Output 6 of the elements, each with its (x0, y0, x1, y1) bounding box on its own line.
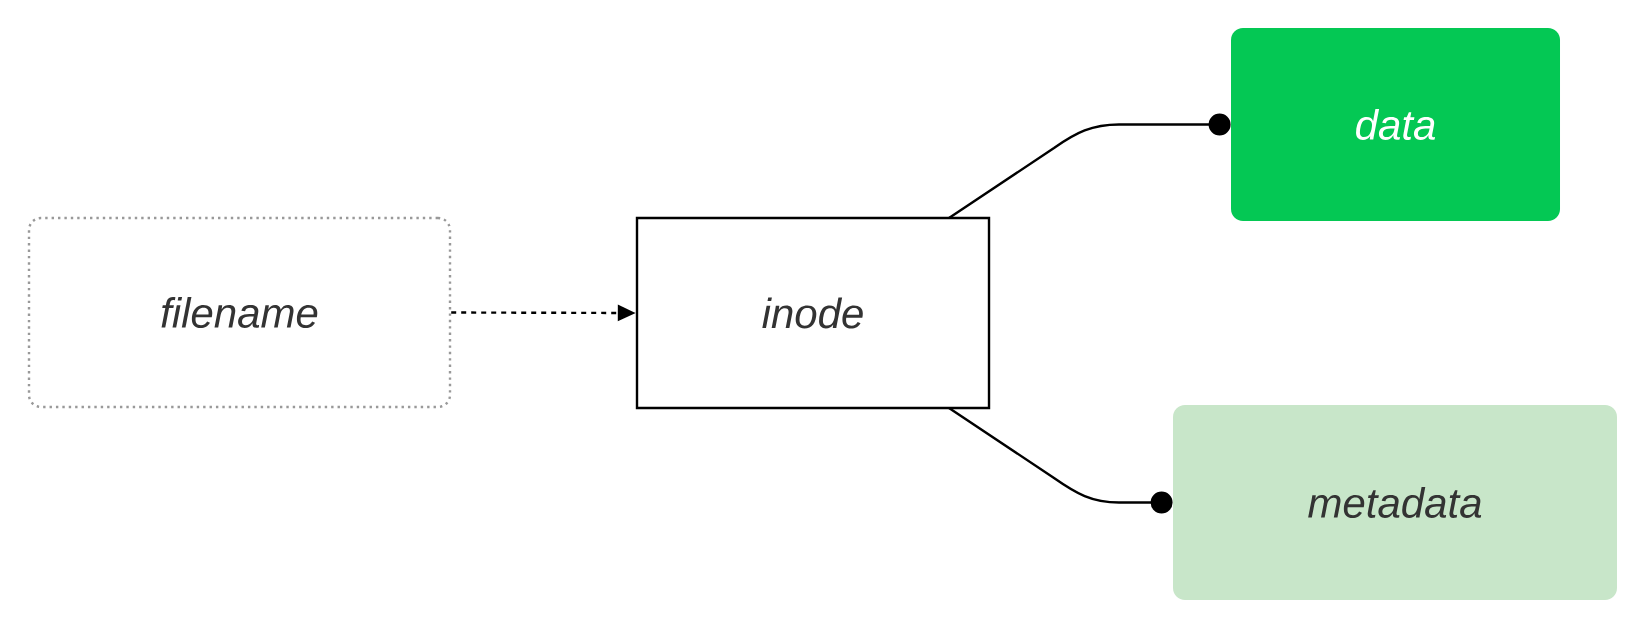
process-box: inode (635, 216, 991, 410)
connector-arrow (948, 113, 1231, 219)
output-box: metadata (1173, 405, 1617, 600)
input-box: filename (27, 216, 452, 409)
output-box: data (1231, 28, 1560, 221)
connector-arrow (948, 407, 1173, 514)
